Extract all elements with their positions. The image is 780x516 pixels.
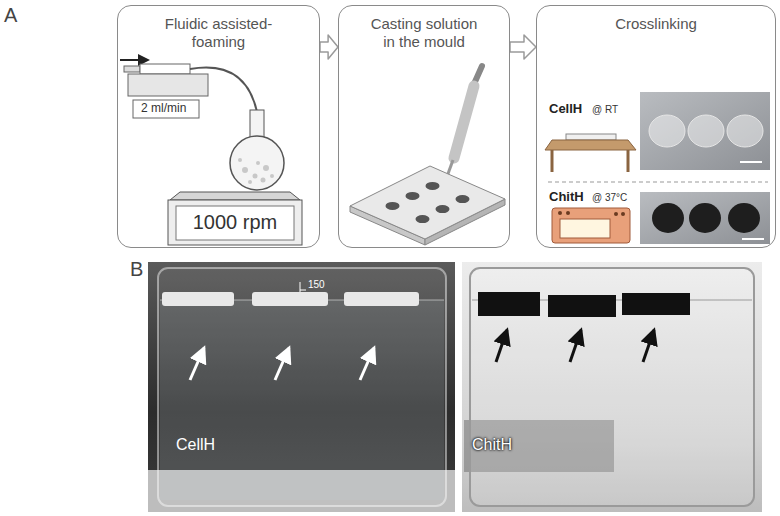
figure-label: 2 ml/min <box>141 102 186 116</box>
chith-photo-part <box>728 203 760 233</box>
cellh-beaker-photo <box>148 262 455 512</box>
step-heading: Fluidic assisted-foaming <box>144 15 294 51</box>
cellh-beaker-photo-part <box>190 348 204 380</box>
chith-beaker-photo-part <box>496 330 507 362</box>
chith-beaker-photo-part <box>548 295 616 317</box>
oven-part <box>560 219 610 238</box>
cellh-beaker-photo-part <box>160 300 444 500</box>
figure-label: CellH <box>176 436 215 454</box>
table <box>545 134 636 172</box>
stirrer-plate <box>168 192 302 245</box>
figure-label: 150 <box>308 279 325 291</box>
cellh-photo-part <box>688 115 724 147</box>
chith-beaker-photo-part <box>643 330 654 362</box>
panel-letter: B <box>130 258 143 281</box>
chith-beaker-photo-part <box>462 262 762 512</box>
flask-part <box>230 136 284 190</box>
mould-part <box>456 195 470 203</box>
cellh-photo-part <box>640 92 770 170</box>
flow-arrow <box>320 35 338 59</box>
chith-beaker-photo-part <box>470 268 754 506</box>
chith-beaker-photo-part <box>570 330 581 362</box>
chith-photo-part <box>652 203 684 233</box>
cellh-beaker-photo-part <box>360 348 374 380</box>
mould-part <box>406 192 420 200</box>
separator <box>548 182 768 183</box>
syringe-pump-part <box>140 64 190 74</box>
mould-part <box>386 202 400 210</box>
oven <box>552 208 630 243</box>
figure-label: ChitH <box>472 436 512 454</box>
cellh-beaker-photo-part <box>275 348 289 380</box>
cellh-beaker-photo-part <box>162 292 234 306</box>
figure-label: 1000 rpm <box>176 211 294 234</box>
mould-part <box>416 215 430 223</box>
step-heading: Casting solution in the mould <box>364 15 484 51</box>
syringe-pump-part <box>128 74 208 96</box>
cellh-photo-part <box>740 161 762 163</box>
step-panel: Crosslinking <box>536 5 776 248</box>
table-part <box>627 150 630 172</box>
flask-part <box>270 174 274 178</box>
flask-part <box>261 178 266 183</box>
mould-part <box>436 205 450 213</box>
oven-part <box>621 212 625 216</box>
syringe-pump-part <box>120 59 148 61</box>
cellh-photo <box>640 92 770 170</box>
cellh-beaker-photo-part <box>158 268 446 506</box>
chith-photo-part <box>640 192 770 244</box>
flask-part <box>263 165 269 171</box>
table-part <box>566 134 616 140</box>
chith-photo-part <box>742 238 764 240</box>
figure-label: CellH <box>549 102 582 117</box>
figure-label: @ 37°C <box>592 192 627 204</box>
flask-part <box>248 180 252 184</box>
flask-part <box>253 174 258 179</box>
oven-part <box>566 211 570 215</box>
syringe-pump <box>120 60 257 118</box>
table-part <box>545 140 636 150</box>
chith-photo <box>640 192 770 244</box>
syringe-pump-part <box>133 100 199 118</box>
mould-part <box>350 166 505 239</box>
stirrer-plate-part <box>170 192 300 200</box>
pipette-part <box>454 86 474 158</box>
figure-label: ChitH <box>549 190 584 205</box>
cellh-photo-part <box>727 115 763 147</box>
oven-part <box>558 211 562 215</box>
stirrer-plate-part <box>168 200 302 245</box>
figure-label: @ RT <box>592 104 618 116</box>
mould-part <box>426 182 440 190</box>
flask-part <box>256 161 260 165</box>
flow-arrow <box>510 35 536 59</box>
step-heading: Crosslinking <box>556 15 756 33</box>
chith-beaker-photo-part <box>622 293 690 315</box>
cellh-beaker-photo-part <box>300 290 306 291</box>
chith-beaker-photo <box>462 262 762 512</box>
cellh-beaker-photo-part <box>252 292 328 306</box>
flask <box>230 110 284 190</box>
oven-part <box>552 208 630 243</box>
mould <box>350 166 505 245</box>
oven-part <box>614 212 618 216</box>
table-part <box>551 150 554 172</box>
cellh-photo-part <box>649 115 685 147</box>
flask-part <box>238 158 242 162</box>
stirrer-plate-part <box>176 206 294 240</box>
panel-letter: A <box>4 4 17 27</box>
chith-photo-part <box>689 203 721 233</box>
syringe-pump-part <box>190 67 257 112</box>
flask-part <box>242 167 248 173</box>
cellh-beaker-photo-part <box>344 292 419 306</box>
cellh-beaker-photo-part <box>148 262 455 512</box>
chith-beaker-photo-part <box>478 292 540 316</box>
syringe-pump-part <box>124 66 140 72</box>
step-panel: Casting solution in the mould <box>338 5 510 248</box>
